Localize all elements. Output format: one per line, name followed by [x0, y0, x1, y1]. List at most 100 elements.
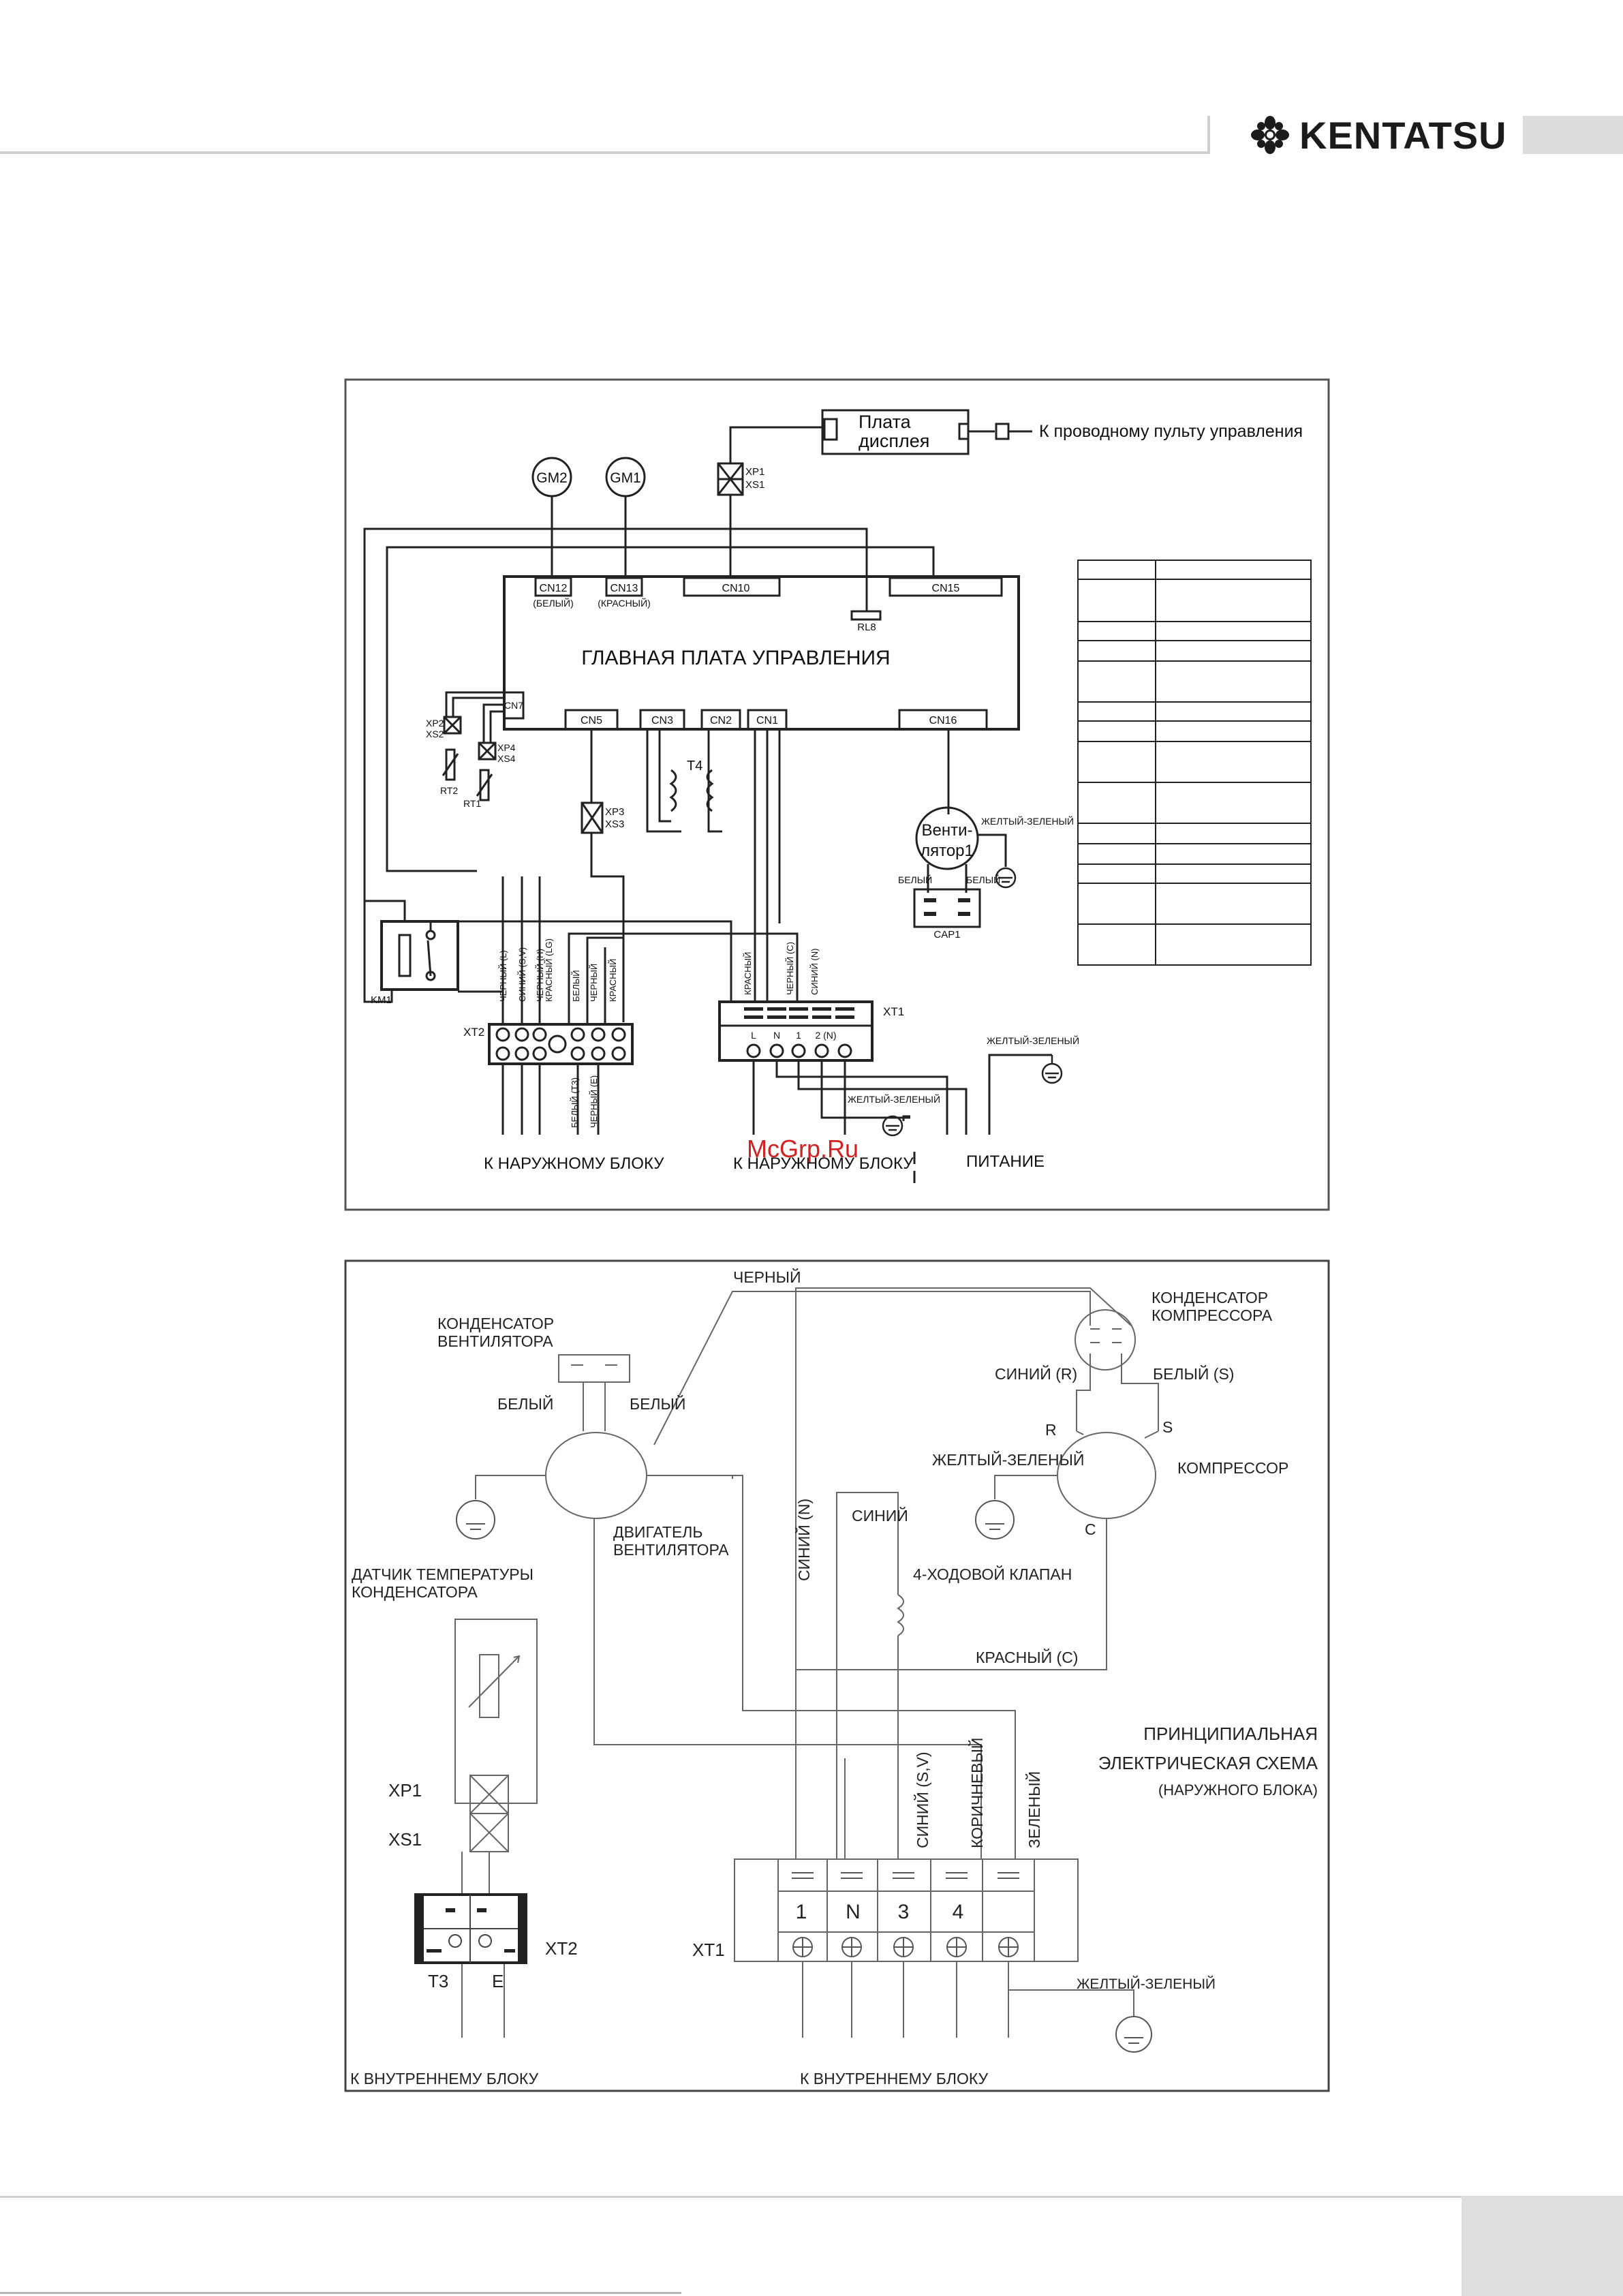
xt2-screws [495, 1027, 626, 1061]
to-outdoor-1: К НАРУЖНОМУ БЛОКУ [484, 1154, 664, 1173]
black-wire-label: ЧЕРНЫЙ [733, 1268, 801, 1286]
xt1-label: XT1 [883, 1005, 904, 1018]
xt1-wire-0: КРАСНЫЙ [743, 952, 753, 995]
schematic-title-1: ПРИНЦИПИАЛЬНАЯ [1143, 1724, 1318, 1744]
rl8-box [850, 610, 882, 621]
outdoor-wiring-diagram: ЧЕРНЫЙ КОНДЕНСАТОР КОМПРЕССОРА КОНДЕНСАТ… [344, 1259, 1330, 2092]
xt1-wire-2: СИНИЙ (N) [809, 949, 820, 995]
cn12-box [534, 577, 572, 597]
brand-emblem-icon [1251, 116, 1289, 154]
compressor-s-label: S [1162, 1418, 1173, 1436]
e-label: E [492, 1971, 504, 1991]
comp-cap-label-1: КОНДЕНСАТОР [1151, 1289, 1268, 1306]
cn16-label: CN16 [929, 715, 957, 726]
compressor-r-label: R [1045, 1421, 1057, 1439]
xt1-wire-1: ЧЕРНЫЙ (C) [785, 942, 795, 995]
cn5-label: CN5 [581, 715, 602, 726]
indoor-frame [344, 378, 1330, 1211]
temp-sensor-label-1: ДАТЧИК ТЕМПЕРАТУРЫ [352, 1565, 534, 1583]
remote-connector [995, 423, 1010, 440]
xt2-bottom-1: ЧЕРНЫЙ (E) [589, 1075, 599, 1128]
xp4-label: XP4 [497, 742, 516, 753]
fan-motor [545, 1432, 647, 1519]
compressor-label: КОМПРЕССОР [1177, 1459, 1288, 1477]
xp4-xs4-connector [478, 741, 497, 761]
blue-r-label: СИНИЙ (R) [995, 1364, 1077, 1383]
xs4-label: XS4 [497, 753, 516, 764]
condenser-temp-sensor [479, 1654, 499, 1718]
t4-coil-left [669, 769, 677, 812]
fan-label-1: Венти- [922, 821, 973, 840]
xt2-wire-4: БЕЛЫЙ [571, 970, 581, 1002]
t4-coil-right [706, 769, 714, 812]
cap1-label: CAP1 [933, 929, 960, 940]
outdoor-xt2-label: XT2 [545, 1938, 578, 1959]
cn15-label: CN15 [932, 583, 960, 594]
fan-label-2: лятор1 [921, 842, 974, 860]
remote-label: К проводному пульту управления [1039, 422, 1303, 441]
compressor-ground-label: ЖЕЛТЫЙ-ЗЕЛЕНЫЙ [932, 1450, 1084, 1469]
rt1-thermistor [479, 769, 490, 801]
outdoor-term-4: 4 [953, 1901, 964, 1923]
white-s-label: БЕЛЫЙ (S) [1153, 1364, 1234, 1383]
outdoor-term-1: 1 [796, 1901, 807, 1923]
blue-n-label: СИНИЙ (N) [794, 1499, 813, 1581]
red-c-label: КРАСНЫЙ (C) [976, 1648, 1078, 1666]
gm1-label: GM1 [610, 470, 641, 486]
fan-capacitor [558, 1354, 630, 1383]
rl8-label: RL8 [857, 622, 876, 633]
fan-white-left: БЕЛЫЙ [497, 1394, 553, 1413]
xt1-term-n: N [773, 1030, 780, 1041]
header-gray-tab [1523, 116, 1623, 154]
xt2-wire-6: КРАСНЫЙ [608, 959, 618, 1002]
valve-label: 4-ХОДОВОЙ КЛАПАН [913, 1565, 1072, 1583]
cn13-note: (КРАСНЫЙ) [598, 597, 651, 609]
watermark: McGrp.Ru [747, 1135, 859, 1163]
outdoor-frame [344, 1259, 1330, 2092]
ground-mid-label: ЖЕЛТЫЙ-ЗЕЛЕНЫЙ [848, 1093, 940, 1105]
legend-table-rows [1078, 579, 1311, 925]
valve-coil [897, 1594, 904, 1636]
sensor-frame [454, 1619, 538, 1804]
cap-right-label: БЕЛЫЙ [966, 874, 1000, 885]
rt2-thermistor [445, 748, 456, 781]
compressor-c-label: C [1085, 1520, 1096, 1538]
fan-cap-label-2: ВЕНТИЛЯТОРА [437, 1332, 553, 1350]
cn16-box [898, 709, 988, 731]
cn7-label: CN7 [504, 700, 523, 711]
indoor-wiring-diagram: Плата дисплея К проводному пульту управл… [344, 378, 1330, 1211]
footer-rule [0, 2196, 1462, 2198]
cn13-box [605, 577, 643, 597]
cn10-box [683, 577, 781, 597]
cn13-label: CN13 [610, 583, 638, 594]
outdoor-term-n: N [846, 1901, 861, 1923]
to-outdoor-2: К НАРУЖНОМУ БЛОКУ [733, 1154, 914, 1173]
bottom-ground-label: ЖЕЛТЫЙ-ЗЕЛЕНЫЙ [1077, 1976, 1216, 1992]
schematic-title-2: ЭЛЕКТРИЧЕСКАЯ СХЕМА [1098, 1753, 1318, 1773]
comp-cap-label-2: КОМПРЕССОРА [1151, 1306, 1273, 1324]
outdoor-term-3: 3 [898, 1901, 910, 1923]
power-label: ПИТАНИЕ [966, 1152, 1045, 1171]
vert-wire-green: ЗЕЛЕНЫЙ [1025, 1771, 1043, 1848]
schematic-subtitle: (НАРУЖНОГО БЛОКА) [1158, 1781, 1318, 1798]
outdoor-xt1-label: XT1 [692, 1940, 725, 1960]
display-board-label-2: дисплея [859, 431, 929, 451]
cn1-label: CN1 [756, 715, 778, 726]
outdoor-xt1-block [734, 1858, 1079, 1962]
footer-gray-tab [1462, 2196, 1623, 2296]
vert-wire-brown: КОРИЧНЕВЫЙ [968, 1738, 986, 1848]
header-rule-tick [1207, 116, 1210, 154]
compressor [1057, 1432, 1156, 1519]
cap1-box [913, 888, 981, 928]
xt1-term-l: L [751, 1030, 756, 1041]
xs3-label: XS3 [605, 818, 624, 830]
brand-logo: KENTATSU [1250, 114, 1507, 157]
xt2-wire-1: СИНИЙ (S,V) [517, 947, 527, 1002]
xt1-term-2n: 2 (N) [815, 1030, 836, 1041]
fan-motor-label-2: ВЕНТИЛЯТОРА [613, 1541, 729, 1559]
km1-label: KM1 [371, 994, 392, 1006]
cap-left-label: БЕЛЫЙ [898, 874, 932, 885]
vert-wire-blue-sv: СИНИЙ (S,V) [913, 1751, 931, 1848]
km1-relay [380, 920, 459, 991]
fan-ground-label: ЖЕЛТЫЙ-ЗЕЛЕНЫЙ [981, 815, 1074, 827]
